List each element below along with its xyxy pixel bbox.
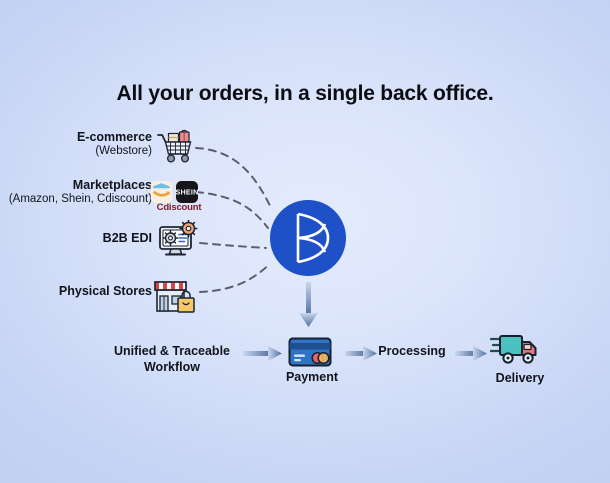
source-label-b2b-edi-title: B2B EDI [102,231,152,245]
source-label-marketplaces: Marketplaces (Amazon, Shein, Cdiscount) [0,178,152,206]
company-logo-mark [268,198,348,278]
workflow-label: Unified & Traceable Workflow [102,344,242,375]
source-label-b2b-edi: B2B EDI [0,231,152,246]
source-label-marketplaces-sub: (Amazon, Shein, Cdiscount) [8,192,152,205]
storefront-icon [152,272,198,316]
shopping-cart-icon [156,126,196,164]
processing-label: Processing [378,344,446,358]
arrow-workflow-to-payment [243,346,282,361]
workflow-label-line1: Unified & Traceable [113,344,230,358]
amazon-logo-icon [150,181,173,203]
payment-label: Payment [285,370,339,384]
shein-logo-icon: SHEIN [176,181,199,203]
source-label-physical-stores-title: Physical Stores [58,284,152,298]
connector-b2b-edi [199,242,267,249]
source-label-ecommerce: E-commerce (Webstore) [0,130,152,158]
monitor-gears-icon [158,219,198,260]
cdiscount-caption: Cdiscount [156,202,202,213]
arrow-processing-to-delivery [455,346,487,361]
delivery-label: Delivery [495,371,545,385]
credit-card-icon [288,336,332,368]
svg-text:SHEIN: SHEIN [176,188,199,197]
source-label-marketplaces-title: Marketplaces [72,178,152,192]
source-label-physical-stores: Physical Stores [0,284,152,299]
delivery-truck-icon [489,332,540,366]
marketplace-logos-icon: SHEIN [150,180,208,204]
source-label-ecommerce-sub: (Webstore) [95,144,152,157]
arrow-hub-to-payment [299,282,318,327]
page-title: All your orders, in a single back office… [116,82,494,105]
connector-physical-stores [199,263,271,293]
workflow-label-line2: Workflow [143,359,201,374]
source-label-ecommerce-title: E-commerce [76,130,152,144]
